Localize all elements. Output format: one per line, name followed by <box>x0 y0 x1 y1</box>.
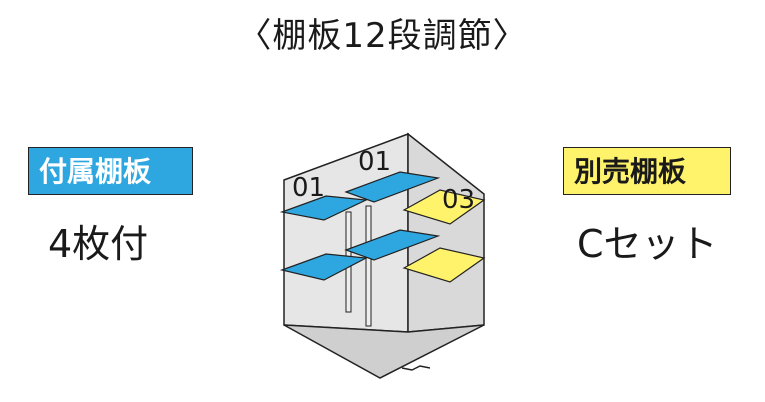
shelf-layout-diagram: 01 01 03 <box>279 132 486 379</box>
shelf-label-side: 03 <box>442 185 475 215</box>
right-upright <box>365 205 372 327</box>
upper-left-blue-shelf <box>279 195 369 221</box>
upper-yellow-shelf <box>402 189 486 225</box>
sold-separately-badge: 別売棚板 <box>563 147 731 195</box>
page-title: 〈棚板12段調節〉 <box>237 16 528 56</box>
lower-left-blue-shelf <box>279 253 369 281</box>
included-shelves-badge: 付属棚板 <box>28 147 193 195</box>
included-shelves-count: 4枚付 <box>48 222 149 266</box>
upper-right-blue-shelf <box>344 171 441 203</box>
floor <box>283 324 485 379</box>
sold-separately-count: Cセット <box>577 222 718 266</box>
shelf-label-back: 01 <box>358 147 391 177</box>
door-threshold <box>401 365 431 371</box>
lower-right-blue-shelf <box>344 229 441 261</box>
lower-yellow-shelf <box>402 247 486 283</box>
shelf-label-front: 01 <box>292 173 325 203</box>
